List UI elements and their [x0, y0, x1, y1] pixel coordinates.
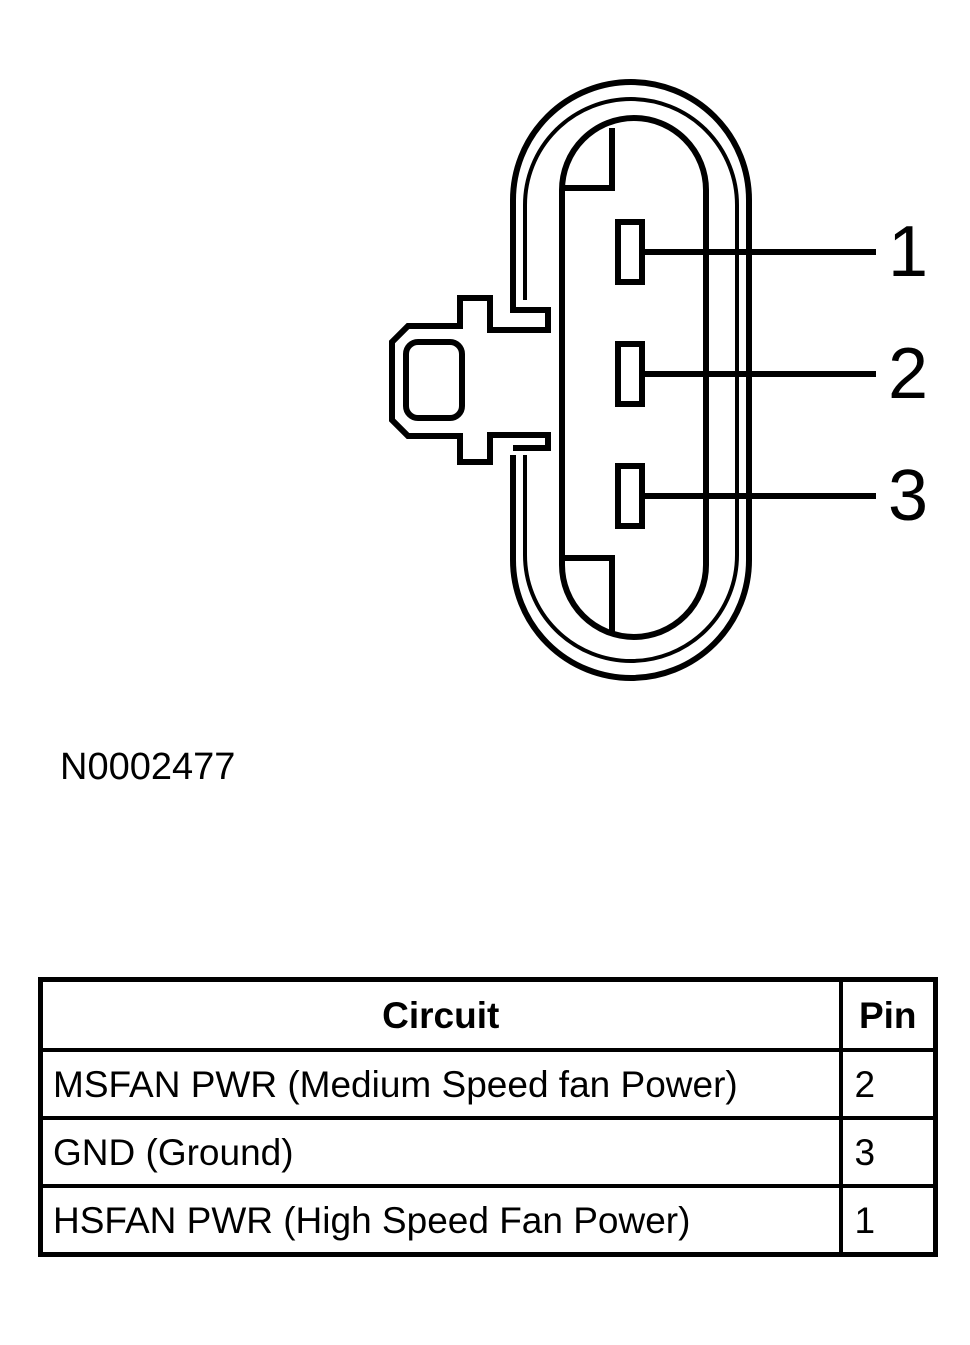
terminal-2 [615, 341, 645, 407]
pin-cell: 2 [838, 1048, 938, 1120]
pin-table: Circuit Pin MSFAN PWR (Medium Speed fan … [38, 977, 938, 1257]
table-header-row: Circuit Pin [38, 977, 938, 1052]
terminal-3 [615, 463, 645, 529]
circuit-cell: MSFAN PWR (Medium Speed fan Power) [38, 1048, 843, 1120]
connector-diagram: 1 2 3 [389, 79, 928, 681]
circuit-cell: HSFAN PWR (High Speed Fan Power) [38, 1184, 843, 1257]
pin-cell: 1 [838, 1184, 938, 1257]
pin-label-1: 1 [888, 212, 928, 292]
circuit-cell: GND (Ground) [38, 1116, 843, 1188]
table-row: MSFAN PWR (Medium Speed fan Power) 2 [38, 1048, 938, 1120]
locking-tab [389, 295, 551, 465]
table-row: HSFAN PWR (High Speed Fan Power) 1 [38, 1184, 938, 1257]
keying-rib-top [562, 128, 615, 191]
connector-face [559, 115, 709, 640]
locking-tab-window [403, 339, 465, 421]
figure-id: N0002477 [60, 746, 236, 788]
header-circuit: Circuit [38, 977, 843, 1052]
pin-label-3: 3 [888, 456, 928, 536]
header-pin: Pin [838, 977, 938, 1052]
keying-rib-bottom [562, 555, 615, 632]
pin-label-2: 2 [888, 334, 928, 414]
connector-housing-outer [510, 79, 752, 681]
table-row: GND (Ground) 3 [38, 1116, 938, 1188]
connector-housing-inner-line [523, 97, 739, 663]
pin-cell: 3 [838, 1116, 938, 1188]
terminal-1 [615, 219, 645, 285]
